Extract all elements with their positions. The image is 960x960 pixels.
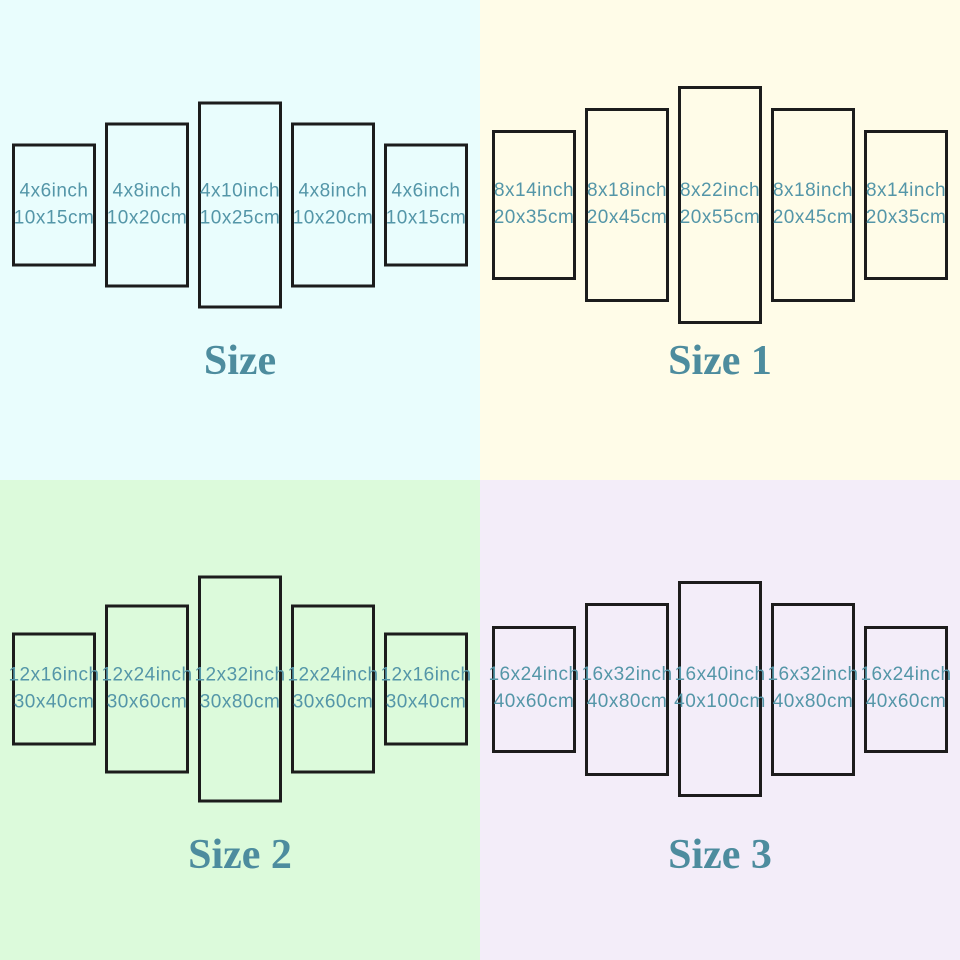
panel-inch-text: 8x22inch [679,180,761,202]
size-panel: 16x40inch 40x100cm [674,581,765,797]
panel-inch-text: 4x6inch [391,180,461,202]
panel-size-label: 16x32inch 40x80cm [767,662,858,716]
panel-cm-text: 40x100cm [674,691,766,712]
panel-cm-text: 20x55cm [679,207,761,228]
panel-inch-text: 8x14inch [493,180,575,202]
size-panel: 12x32inch 30x80cm [194,575,285,803]
panel-cm-text: 40x60cm [493,691,575,712]
panel-cm-text: 10x15cm [13,207,95,228]
panel-cm-text: 20x35cm [493,207,575,228]
panel-size-label: 12x24inch 30x60cm [101,662,192,716]
size-panel: 12x16inch 30x40cm [8,632,99,746]
panel-inch-text: 12x24inch [101,664,193,686]
quadrant-title: Size 2 [188,832,292,878]
quadrant-size-2: 12x16inch 30x40cm 12x24inch 30x60cm 12x32inc… [0,480,480,960]
panel-inch-text: 4x8inch [112,180,182,202]
panel-inch-text: 16x32inch [581,664,673,686]
panel-cm-text: 40x60cm [865,691,947,712]
panel-cm-text: 40x80cm [772,691,854,712]
panel-row: 8x14inch 20x35cm 8x18inch 20x45cm 8x22inch 20… [492,86,948,324]
panel-size-label: 4x6inch 10x15cm [14,178,95,232]
panel-cm-text: 10x20cm [292,207,374,228]
size-panel: 4x8inch 10x20cm [105,122,189,288]
panel-size-label: 12x16inch 30x40cm [8,662,99,716]
panel-inch-text: 12x24inch [287,664,379,686]
panel-inch-text: 16x24inch [860,664,952,686]
size-panel: 16x32inch 40x80cm [767,602,858,776]
size-panel: 8x22inch 20x55cm [678,86,762,324]
panel-inch-text: 8x14inch [865,180,947,202]
panel-size-label: 16x24inch 40x60cm [488,662,579,716]
panel-row: 12x16inch 30x40cm 12x24inch 30x60cm 12x32inc… [8,575,471,803]
panel-row: 16x24inch 40x60cm 16x32inch 40x80cm 16x40inc… [488,581,951,797]
panel-cm-text: 30x80cm [199,691,281,712]
size-panel: 12x24inch 30x60cm [287,604,378,774]
panel-cm-text: 20x35cm [865,207,947,228]
panel-size-label: 8x14inch 20x35cm [494,178,575,232]
panel-size-label: 4x6inch 10x15cm [386,178,467,232]
size-panel: 4x8inch 10x20cm [291,122,375,288]
panel-inch-text: 16x32inch [767,664,859,686]
panel-size-label: 16x24inch 40x60cm [860,662,951,716]
panel-size-label: 12x24inch 30x60cm [287,662,378,716]
size-panel: 4x10inch 10x25cm [198,101,282,309]
panel-size-label: 8x18inch 20x45cm [773,178,854,232]
panel-cm-text: 30x40cm [13,691,95,712]
size-panel: 8x14inch 20x35cm [492,130,576,280]
quadrant-title: Size 1 [668,338,772,384]
panel-size-label: 4x8inch 10x20cm [107,178,188,232]
panel-size-label: 8x18inch 20x45cm [587,178,668,232]
panel-inch-text: 4x10inch [199,180,281,202]
panel-size-label: 8x14inch 20x35cm [866,178,947,232]
panel-cm-text: 40x80cm [586,691,668,712]
panel-cm-text: 10x20cm [106,207,188,228]
panel-row: 4x6inch 10x15cm 4x8inch 10x20cm 4x10inch 10x2… [12,101,468,309]
panel-cm-text: 30x40cm [385,691,467,712]
panel-inch-text: 12x16inch [380,664,472,686]
size-panel: 8x18inch 20x45cm [771,108,855,302]
panel-inch-text: 8x18inch [586,180,668,202]
size-panel: 12x24inch 30x60cm [101,604,192,774]
size-panel: 16x24inch 40x60cm [860,625,951,753]
panel-inch-text: 16x24inch [488,664,580,686]
panel-cm-text: 30x60cm [106,691,188,712]
quadrant-title: Size [203,338,277,384]
quadrant-size-1: 8x14inch 20x35cm 8x18inch 20x45cm 8x22inch 20… [480,0,960,480]
size-panel: 16x32inch 40x80cm [581,602,672,776]
size-panel: 12x16inch 30x40cm [380,632,471,746]
panel-inch-text: 16x40inch [674,664,766,686]
panel-inch-text: 4x6inch [19,180,89,202]
panel-cm-text: 20x45cm [772,207,854,228]
size-panel: 8x18inch 20x45cm [585,108,669,302]
panel-cm-text: 20x45cm [586,207,668,228]
panel-inch-text: 12x32inch [194,664,286,686]
quadrant-size-3: 16x24inch 40x60cm 16x32inch 40x80cm 16x40inc… [480,480,960,960]
size-panel: 4x6inch 10x15cm [384,143,468,267]
panel-size-label: 12x32inch 30x80cm [194,662,285,716]
size-panel: 4x6inch 10x15cm [12,143,96,267]
panel-cm-text: 10x15cm [385,207,467,228]
size-panel: 16x24inch 40x60cm [488,625,579,753]
panel-size-label: 4x10inch 10x25cm [200,178,281,232]
quadrant-title: Size 3 [668,832,772,878]
panel-inch-text: 12x16inch [8,664,100,686]
panel-cm-text: 10x25cm [199,207,281,228]
panel-size-label: 8x22inch 20x55cm [680,178,761,232]
panel-size-label: 16x40inch 40x100cm [674,662,766,716]
panel-size-label: 12x16inch 30x40cm [380,662,471,716]
panel-size-label: 16x32inch 40x80cm [581,662,672,716]
panel-cm-text: 30x60cm [292,691,374,712]
panel-inch-text: 8x18inch [772,180,854,202]
panel-inch-text: 4x8inch [298,180,368,202]
panel-size-label: 4x8inch 10x20cm [293,178,374,232]
quadrant-size: 4x6inch 10x15cm 4x8inch 10x20cm 4x10inch 10x2… [0,0,480,480]
size-panel: 8x14inch 20x35cm [864,130,948,280]
